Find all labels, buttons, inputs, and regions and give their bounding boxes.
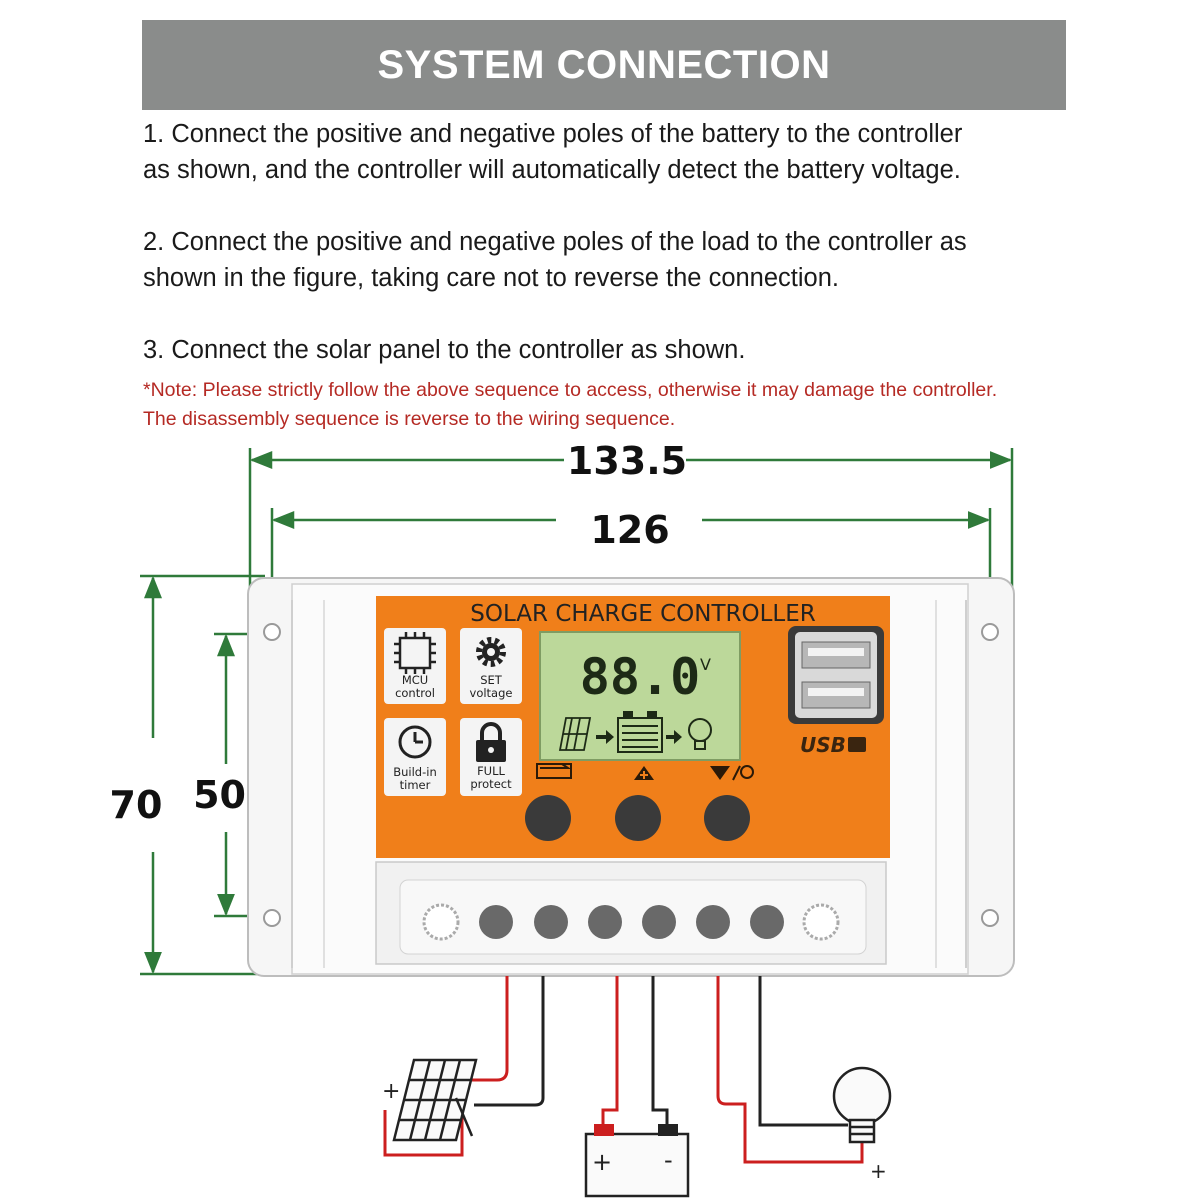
- terminal-screw-dummy: [422, 903, 460, 941]
- instruction-line: 2. Connect the positive and negative pol…: [143, 228, 967, 256]
- solar-panel-icon: [558, 717, 592, 751]
- instruction-step-3: 3. Connect the solar panel to the contro…: [143, 332, 1093, 368]
- arrow-right-icon: [666, 730, 682, 744]
- menu-button[interactable]: [525, 795, 571, 841]
- feature-label: MCU: [402, 673, 428, 687]
- clock-icon: [398, 725, 432, 759]
- instruction-line: 3. Connect the solar panel to the contro…: [143, 336, 746, 364]
- terminal-screw: [479, 905, 513, 939]
- feature-label: protect: [470, 777, 512, 791]
- note-line: *Note: Please strictly follow the above …: [143, 379, 998, 401]
- battery-negative-sign: -: [664, 1146, 673, 1174]
- battery-positive-wire: [601, 976, 619, 1124]
- battery-positive-sign: +: [592, 1148, 612, 1176]
- terminal-screw-dummy: [802, 903, 840, 941]
- mounting-hole: [981, 623, 999, 641]
- up-button[interactable]: [615, 795, 661, 841]
- instruction-line: 1. Connect the positive and negative pol…: [143, 120, 963, 148]
- instruction-step-1: 1. Connect the positive and negative pol…: [143, 116, 1093, 188]
- bulb-icon: [688, 718, 712, 750]
- lcd-unit: V: [700, 655, 711, 674]
- feature-badge-protect: FULL protect: [460, 718, 522, 796]
- button-icon-up: [634, 766, 654, 780]
- feature-label: timer: [400, 778, 431, 792]
- feature-label: Build-in: [393, 765, 437, 779]
- mounting-hole: [263, 909, 281, 927]
- chip-icon: [394, 632, 436, 674]
- load-positive-wire: [716, 976, 864, 1164]
- terminal-block: [422, 903, 840, 941]
- instruction-step-2: 2. Connect the positive and negative pol…: [143, 224, 1093, 296]
- battery-icon: [617, 711, 663, 753]
- section-banner: SYSTEM CONNECTION: [142, 20, 1066, 110]
- load-positive-sign: +: [870, 1159, 887, 1183]
- feature-badge-set: SET voltage: [460, 628, 522, 704]
- solar-negative-wire: [474, 976, 545, 1107]
- feature-label: FULL: [477, 764, 505, 778]
- controller-title: SOLAR CHARGE CONTROLLER: [470, 601, 815, 627]
- note-line: The disassembly sequence is reverse to t…: [143, 408, 676, 430]
- dimension-label-total-width: 133.5: [567, 439, 687, 483]
- gear-icon: [476, 637, 506, 667]
- terminal-screw: [534, 905, 568, 939]
- solar-panel-icon: [392, 1058, 478, 1142]
- battery-negative-wire: [651, 976, 669, 1124]
- warning-note: *Note: Please strictly follow the above …: [143, 376, 1103, 434]
- feature-label: voltage: [470, 686, 513, 700]
- feature-badge-mcu: MCU control: [384, 628, 446, 704]
- mounting-hole: [263, 623, 281, 641]
- dimension-label-total-height: 70: [110, 783, 163, 827]
- terminal-screw: [696, 905, 730, 939]
- down-button[interactable]: [704, 795, 750, 841]
- lcd-display: 88.0 V: [539, 631, 741, 761]
- battery-icon: [584, 1124, 690, 1198]
- lcd-voltage-reading: 88.0: [580, 648, 700, 706]
- feature-label: SET: [480, 673, 503, 687]
- usb-connector-icon: [848, 737, 866, 752]
- mounting-hole: [981, 909, 999, 927]
- usb-label: USB: [800, 733, 846, 757]
- solar-positive-sign: +: [382, 1079, 400, 1104]
- section-title: SYSTEM CONNECTION: [377, 42, 831, 87]
- light-bulb-icon: [832, 1066, 892, 1144]
- terminal-screw: [750, 905, 784, 939]
- dimension-label-hole-width: 126: [590, 508, 669, 552]
- usb-ports: [788, 626, 884, 724]
- arrow-right-icon: [596, 730, 614, 744]
- terminal-screw: [588, 905, 622, 939]
- instruction-line: as shown, and the controller will automa…: [143, 156, 961, 184]
- load-negative-wire: [758, 976, 848, 1127]
- feature-badge-timer: Build-in timer: [384, 718, 446, 796]
- feature-label: control: [395, 686, 435, 700]
- terminal-screw: [642, 905, 676, 939]
- lock-icon: [476, 722, 506, 762]
- button-icon-menu: [536, 763, 572, 779]
- instruction-line: shown in the figure, taking care not to …: [143, 264, 839, 292]
- button-icon-down: [710, 765, 754, 781]
